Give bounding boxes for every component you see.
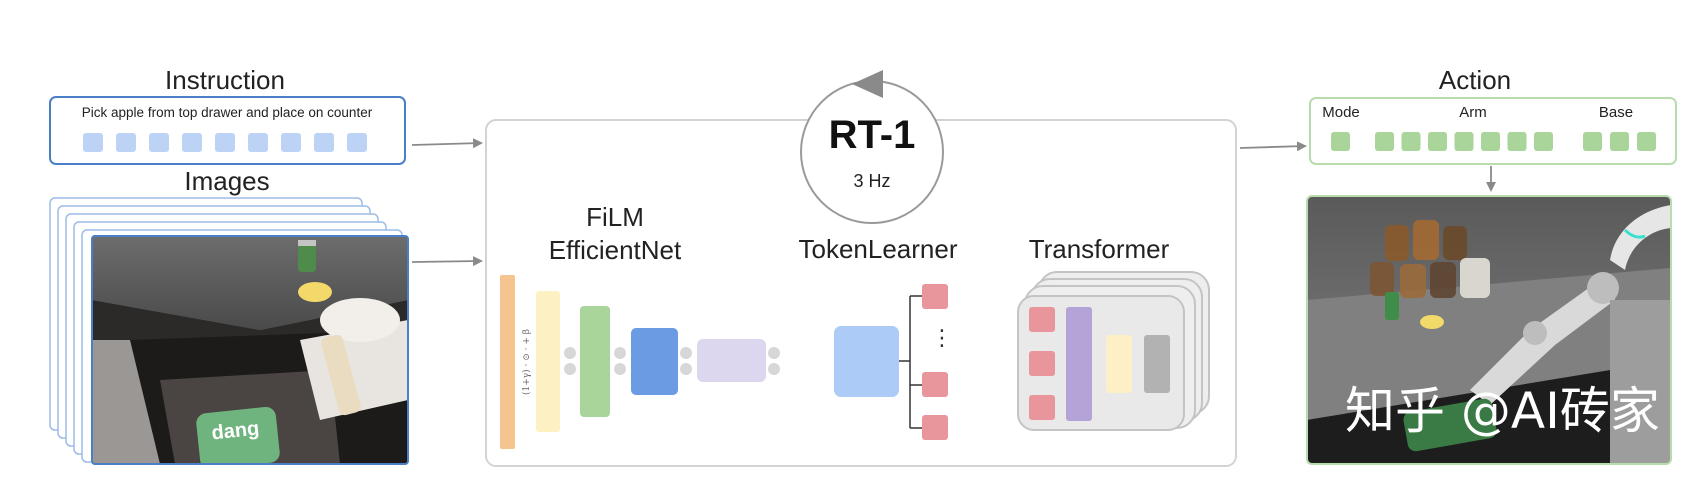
action-mode-token [1331,132,1350,151]
action-base-label: Base [1599,104,1633,121]
instruction-token [347,133,367,152]
learned-token-2 [922,372,948,397]
action-base-token [1583,132,1602,151]
action-arm-token [1375,132,1394,151]
transformer-attention-block [1066,307,1092,421]
film-heading-line1: FiLM [586,202,644,232]
action-arm-token [1454,132,1474,151]
rt1-loop: RT-1 3 Hz [800,70,944,224]
robot-photo [1307,196,1671,464]
film-orange-layer [500,275,515,449]
action-arm-token [1481,132,1500,151]
watermark-text: 知乎 @AI砖家 [1345,382,1660,440]
film-lavender-layer [697,339,766,382]
action-arm-token [1401,132,1421,151]
learned-token-1 [922,284,948,309]
transformer-stack [1017,271,1210,431]
transformer-mlp-block [1106,335,1132,393]
instruction-token [149,133,169,152]
instruction-heading: Instruction [165,65,285,95]
image-stack: dang [49,197,409,465]
robot-photo-frame [1306,195,1672,465]
instruction-token-row [83,133,367,152]
learned-token-3 [922,415,948,440]
instruction-token [314,133,334,152]
transformer-token-3 [1029,395,1055,420]
action-base-token [1610,132,1629,151]
film-heading-line2: EfficientNet [549,235,682,265]
transformer-output-block [1144,335,1170,393]
transformer-token-2 [1029,351,1055,376]
film-yellow-layer [536,291,560,432]
tokenlearner-heading: TokenLearner [799,234,958,264]
kitchen-photo: dang [92,236,408,464]
instruction-token [248,133,268,152]
instruction-token [182,133,202,152]
tokenlearner-block: ⋮ [834,284,953,440]
action-arm-token [1428,132,1447,151]
rt1-title: RT-1 [829,113,916,157]
instruction-token [83,133,103,152]
action-heading: Action [1439,65,1511,95]
loop-arrow-icon [852,70,883,98]
transformer-token-1 [1029,307,1055,332]
action-arm-label: Arm [1459,104,1487,121]
film-green-layer [580,306,610,417]
instruction-text: Pick apple from top drawer and place on … [82,105,373,120]
tokenlearner-input-block [834,326,899,397]
action-arm-token [1534,132,1553,151]
arrow-model-to-action [1239,141,1307,152]
transformer-layer-front [1017,295,1185,431]
film-formula: (1+γ) · ⊙ · + β [521,329,532,395]
film-efficientnet-blocks: (1+γ) · ⊙ · + β [500,275,780,449]
action-mode-label: Mode [1322,104,1360,121]
arrow-instruction-to-model [411,138,483,149]
film-blue-layer [631,328,678,395]
images-heading: Images [184,166,269,196]
instruction-token [116,133,136,152]
transformer-heading: Transformer [1029,234,1170,264]
image-frame-front [91,235,409,465]
arrow-images-to-model [411,256,483,267]
rt1-rate: 3 Hz [853,171,890,191]
action-arm-token [1507,132,1527,151]
action-base-token [1637,132,1656,151]
token-ellipsis: ⋮ [931,326,953,351]
instruction-token [281,133,301,152]
photo-package-text: dang [210,418,260,445]
instruction-token [215,133,235,152]
action-token-row [1331,132,1656,151]
